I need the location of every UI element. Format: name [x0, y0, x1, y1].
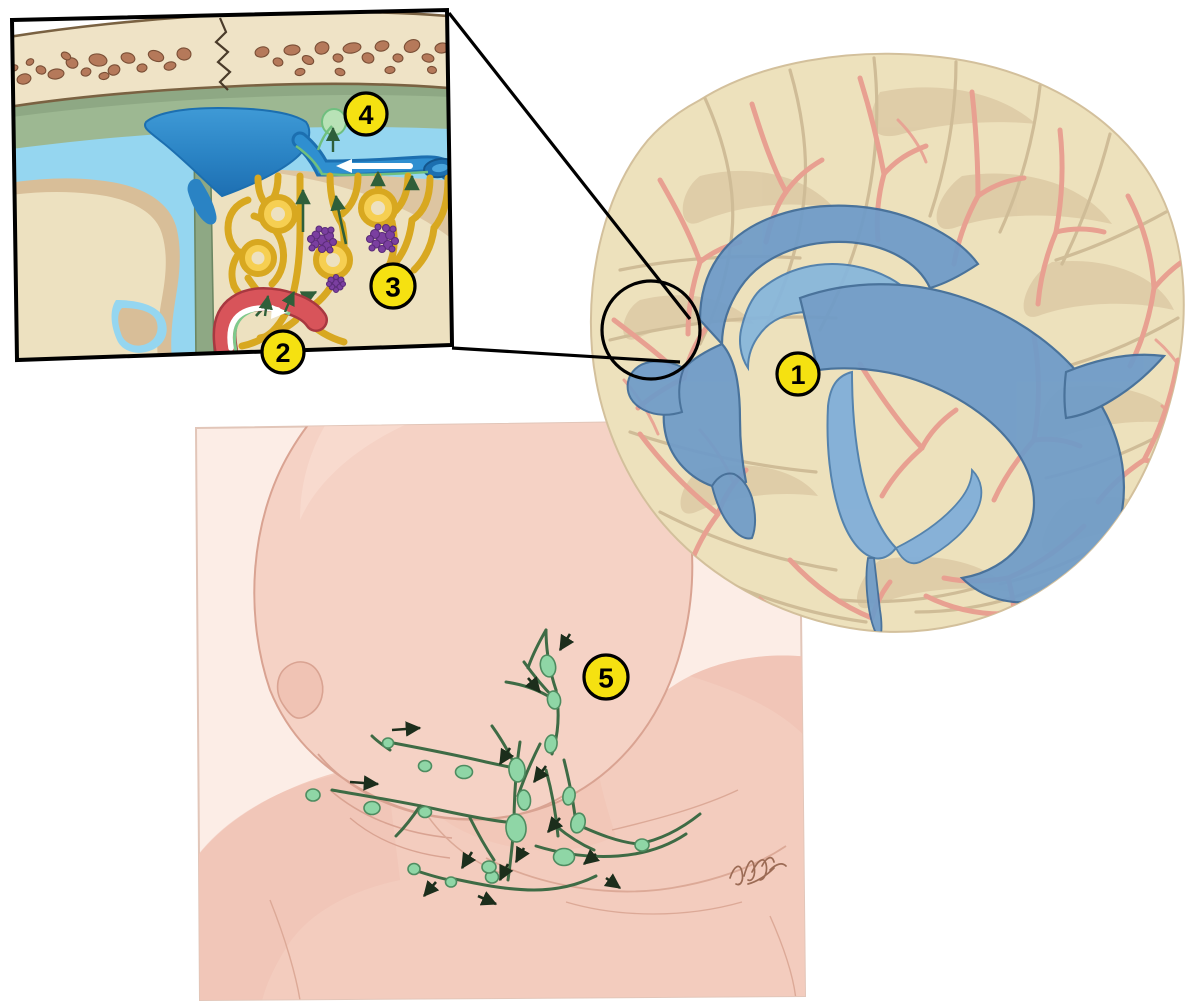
left-shoulder-shade — [196, 766, 400, 1000]
label-badge-1-circle[interactable] — [775, 351, 821, 397]
hippocampal-bulge — [894, 467, 983, 565]
lymph-node — [546, 690, 562, 710]
lymphatic-vessel-lumen-cross — [432, 163, 448, 173]
lymph-node — [407, 862, 421, 876]
callout-circle — [600, 279, 702, 381]
lymph-node — [454, 764, 474, 780]
lymph-flow-arrow-white — [336, 159, 413, 173]
label-badge-3-circle[interactable] — [369, 262, 417, 310]
cranial-suture — [214, 17, 232, 91]
lymph-node — [505, 813, 527, 843]
lymph-node — [305, 788, 321, 802]
lymph-node — [562, 786, 576, 806]
amyloid-plaque-1 — [306, 225, 338, 254]
callout-leader-lines — [447, 12, 692, 364]
lymph-node — [381, 737, 395, 749]
lymph-node — [569, 812, 587, 834]
lymph-node — [363, 800, 381, 816]
ear-shape — [276, 661, 324, 719]
lymph-node — [481, 860, 497, 874]
superior-sagittal-sinus — [144, 106, 311, 198]
body-panel — [194, 418, 807, 1002]
label-badge-1-text: 1 — [790, 360, 805, 390]
lymph-node — [539, 654, 557, 678]
ventricular-system — [626, 204, 1167, 632]
lymph-node — [634, 838, 650, 852]
amyloid-plaque-2 — [365, 223, 400, 254]
pectoral-line — [565, 901, 743, 915]
lymph-node — [544, 734, 558, 754]
left-arm-line — [269, 899, 301, 1000]
label-badge-2[interactable]: 2 — [260, 329, 306, 375]
leader-line-lower — [451, 346, 681, 364]
label-badges: 1 2 3 4 5 — [260, 91, 821, 701]
shoulder-line — [611, 789, 739, 831]
granulation-stalk — [316, 125, 333, 151]
lymph-node — [417, 805, 433, 819]
diploic-marrow — [12, 39, 452, 85]
ventricle-inferior-extension — [710, 472, 756, 540]
label-badge-4[interactable]: 4 — [343, 91, 389, 137]
lateral-ventricle-body — [698, 204, 980, 347]
label-badge-5-circle[interactable] — [582, 653, 630, 701]
label-badge-3[interactable]: 3 — [369, 262, 417, 310]
jaw-contour — [317, 753, 567, 821]
histology-inset — [9, 7, 455, 363]
lymph-flow-arrows — [349, 633, 622, 906]
lymph-nodes — [305, 654, 650, 888]
ventricle-atrium-occipital-horn — [798, 283, 1126, 604]
amyloid-plaque-3 — [325, 273, 347, 294]
dura-mater-layer — [12, 81, 452, 120]
label-badge-5-text: 5 — [598, 663, 614, 694]
sinus-taper — [187, 178, 217, 225]
label-badge-4-text: 4 — [358, 100, 373, 130]
label-badge-1[interactable]: 1 — [775, 351, 821, 397]
body-panel-content — [196, 420, 805, 1000]
inset-border — [9, 7, 455, 363]
inset-content — [12, 10, 452, 360]
lymph-node — [444, 876, 458, 888]
lymph-node — [516, 789, 532, 811]
lymphatic-endothelium — [295, 144, 429, 177]
periarterial-uptake-arrows — [258, 290, 296, 317]
amyloid-aggregates — [306, 223, 400, 294]
label-badge-3-text: 3 — [385, 272, 401, 303]
right-arm-line — [769, 915, 797, 1000]
skull-bone — [12, 10, 452, 112]
label-badge-4-circle[interactable] — [343, 91, 389, 137]
label-badge-5[interactable]: 5 — [582, 653, 630, 701]
artist-signature — [729, 856, 787, 886]
lymph-node — [552, 847, 576, 867]
temporal-horn-tip — [865, 557, 883, 632]
left-sulcus-notch-rim — [118, 308, 158, 346]
jaw-contour-3 — [349, 817, 451, 859]
leader-line-upper — [447, 12, 692, 320]
label-badge-2-text: 2 — [275, 338, 290, 368]
label-badge-2-circle[interactable] — [260, 329, 306, 375]
astrocyte-somata — [239, 188, 398, 280]
lymph-node — [417, 759, 433, 773]
occipital-tip — [1063, 353, 1167, 420]
jaw-contour-2 — [329, 789, 453, 839]
